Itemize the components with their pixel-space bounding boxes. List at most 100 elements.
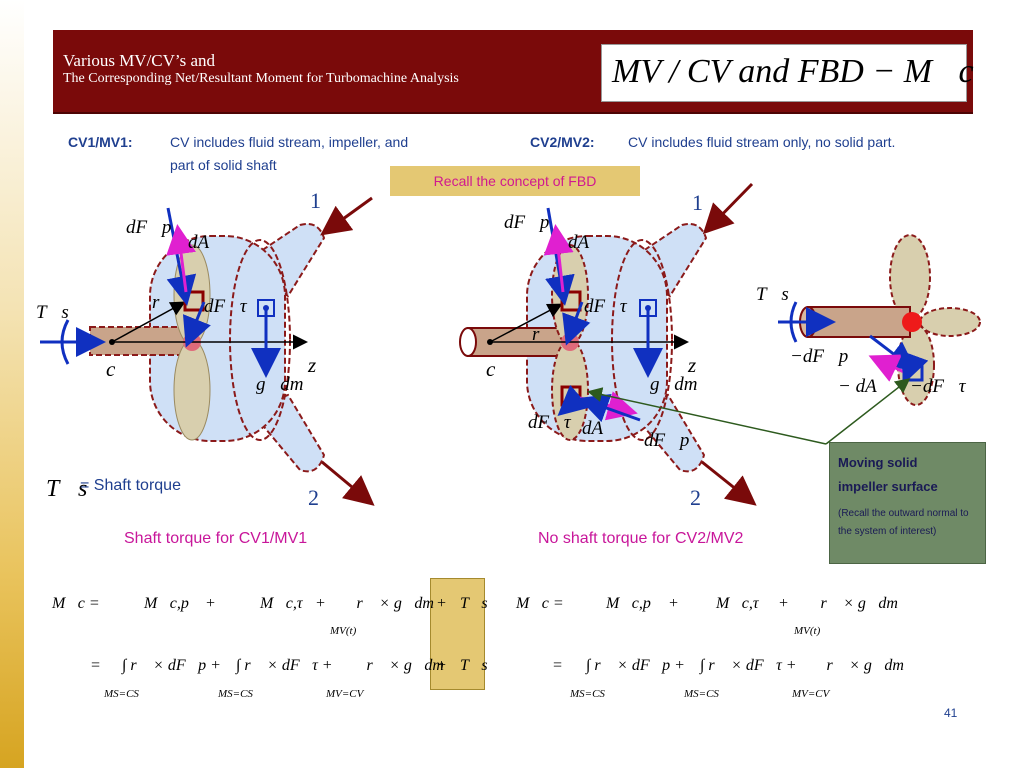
- cv1-blade-lower: [173, 339, 211, 441]
- cv2-label-dA: dA⃗: [568, 232, 604, 253]
- fbd-neg-dFtau-arrow: [900, 350, 929, 384]
- cv1-dA-arrow: [166, 224, 196, 293]
- cv2-r-vector: [489, 303, 563, 343]
- cv2-origin-c: [487, 339, 493, 345]
- cv1-label-dFp: dF⃗p: [126, 217, 171, 238]
- eq-right-r2-sub3: MV=CV: [792, 688, 830, 700]
- cv1-label: CV1/MV1:: [68, 134, 133, 150]
- eq-left-r1-p3: +: [436, 595, 447, 612]
- cv1-label-1: 1: [310, 188, 321, 213]
- eq-left-r2-eq: =: [90, 657, 101, 674]
- cv2-label-dFp-lower: dF⃗p: [644, 430, 689, 451]
- cv1-label-gdm: g⃗dm: [256, 374, 304, 395]
- formula-box: MV / CV and FBD − M⃗c: [601, 44, 974, 102]
- cv2-label-r: r⃗: [532, 324, 554, 345]
- cv2-label-dFtau: dF⃗τ: [584, 296, 628, 317]
- eq-right-r1-t2: M⃗c,τ: [716, 595, 759, 612]
- eq-left-r1-Ts: T⃗s: [460, 595, 488, 612]
- fbd-torque-curl: [789, 301, 798, 343]
- eq-right-r2-sub2: MS=CS: [684, 688, 719, 700]
- cv1-outlet-arrow: [321, 460, 375, 506]
- eq-left-r1-p2: +: [315, 595, 326, 612]
- caption-cv1: Shaft torque for CV1/MV1: [124, 530, 308, 547]
- eq-right-r1-t3: ∯ r⃗ × g⃗dm: [804, 595, 898, 612]
- cv2-dFtau-arrow: [562, 301, 591, 346]
- eq-right-r1-sub: MV(t): [794, 625, 821, 637]
- cv2-label-dA-lower: dA⃗: [582, 418, 618, 439]
- eq-left-r2-sub3: MV=CV: [326, 688, 364, 700]
- eq-right-r1-p2: +: [778, 595, 789, 612]
- cv1-inlet-arrow: [320, 196, 373, 236]
- eq-left-r2-sub1: MS=CS: [104, 688, 139, 700]
- cv1-dFtau-arrow: [182, 301, 211, 348]
- recall-fbd-box: Recall the concept of FBD: [390, 166, 640, 196]
- cv2-outlet-arrow: [701, 460, 757, 506]
- cv2-desc: CV includes fluid stream only, no solid …: [628, 134, 896, 150]
- cv2-dFp-lower-arrow: [578, 393, 641, 423]
- eq-left-r2-t3: ∯ r⃗ × g⃗dm: [350, 657, 444, 674]
- eq-left-r2-sub2: MS=CS: [218, 688, 253, 700]
- eq-left-r2-t1: ∫ r⃗ × dF⃗p +: [122, 657, 221, 674]
- moving-impeller-callout: Moving solid impeller surface (Recall th…: [829, 442, 986, 564]
- cv2-shaft-end: [459, 327, 477, 357]
- eq-left-r1-t3: ∯ r⃗ × g⃗dm: [340, 595, 434, 612]
- cv2-label-2: 2: [690, 485, 701, 510]
- cv2-diagram: 1 2 dF⃗p dA⃗ r⃗ dF⃗τ c z g⃗dm dF⃗τ dA⃗ d…: [459, 182, 757, 510]
- cv1-label-z: z: [307, 353, 316, 377]
- cv1-desc-line1: CV includes fluid stream, impeller, and: [170, 134, 409, 150]
- cv2-label-gdm: g⃗dm: [650, 374, 698, 395]
- cv2-label-c: c: [486, 357, 496, 381]
- formula-text: MV / CV and FBD − M⃗c: [612, 53, 974, 90]
- callout-note: (Recall the outward normal to the system…: [838, 508, 969, 537]
- cv2-label-dFp: dF⃗p: [504, 212, 549, 233]
- cv2-inner-boundary: [611, 239, 673, 441]
- eq-right-r2-t3: ∯ r⃗ × g⃗dm: [810, 657, 904, 674]
- cv2-label-z: z: [687, 353, 696, 377]
- sidebar-gradient: [0, 0, 24, 768]
- cv2-label-1: 1: [692, 190, 703, 215]
- cv2-inlet-arrow: [702, 182, 754, 235]
- torque-highlight-box: [430, 578, 485, 690]
- cv1-label-dFtau: dF⃗τ: [204, 296, 248, 317]
- cv1-r-vector: [111, 301, 186, 343]
- eq-left-r1-t2: M⃗c,τ: [260, 595, 303, 612]
- cv1-diagram: 1 2 dF⃗p dA⃗ r⃗ dF⃗τ T⃗s c z g⃗dm: [36, 188, 375, 510]
- cv1-label-2: 2: [308, 485, 319, 510]
- title-line-2: The Corresponding Net/Resultant Moment f…: [63, 71, 459, 86]
- eq-left-r1-sub: MV(t): [330, 625, 357, 637]
- eq-right-r1-p1: +: [668, 595, 679, 612]
- cv2-label: CV2/MV2:: [530, 134, 595, 150]
- page-number: 41: [944, 706, 958, 720]
- cv1-shaft: [89, 326, 191, 356]
- cv1-label-Ts: T⃗s: [36, 302, 69, 323]
- slide-header: Various MV/CV’s and The Corresponding Ne…: [53, 30, 974, 114]
- eq-right-r1-t1: M⃗c,p: [606, 595, 651, 612]
- fbd-label-neg-dA: − dA⃗: [838, 376, 891, 397]
- cv1-label-r: r⃗: [152, 292, 174, 313]
- eq-left-r1-t1: M⃗c,p: [144, 595, 189, 612]
- fbd-hub: [902, 312, 922, 332]
- eq-right-r2-t2: ∫ r⃗ × dF⃗τ +: [700, 657, 797, 674]
- cv2-mass-dot: [645, 305, 651, 311]
- callout-title-line2: impeller surface: [838, 479, 938, 494]
- callout-pointer-2: [825, 378, 911, 445]
- cv2-label-dFtau-lower: dF⃗τ: [528, 412, 572, 433]
- eq-right-r2-sub1: MS=CS: [570, 688, 605, 700]
- callout-title: Moving solid impeller surface: [838, 451, 938, 499]
- eq-right-r2-t1: ∫ r⃗ × dF⃗p +: [586, 657, 685, 674]
- callout-title-line1: Moving solid: [838, 455, 918, 470]
- cv2-dA-arrow: [543, 224, 574, 293]
- fbd-label-neg-dFp: −dF⃗p: [790, 346, 848, 367]
- callout-pointer-1: [587, 387, 827, 445]
- eq-left-r2-Ts: T⃗s: [460, 657, 488, 674]
- cv1-mass-dot: [263, 305, 269, 311]
- eq-left-r1-lhs: M⃗c =: [52, 595, 100, 612]
- fbd-diagram: T⃗s −dF⃗p − dA⃗ −dF⃗τ: [756, 234, 981, 406]
- fbd-label-Ts: T⃗s: [756, 284, 789, 305]
- eq-right-r2-eq: =: [552, 657, 563, 674]
- fbd-neg-dA-arrow: [868, 354, 905, 382]
- cv1-inner-boundary: [229, 239, 291, 441]
- shaft-torque-text: = Shaft torque: [80, 477, 181, 494]
- cv2-dFtau-lower-arrow: [557, 384, 590, 416]
